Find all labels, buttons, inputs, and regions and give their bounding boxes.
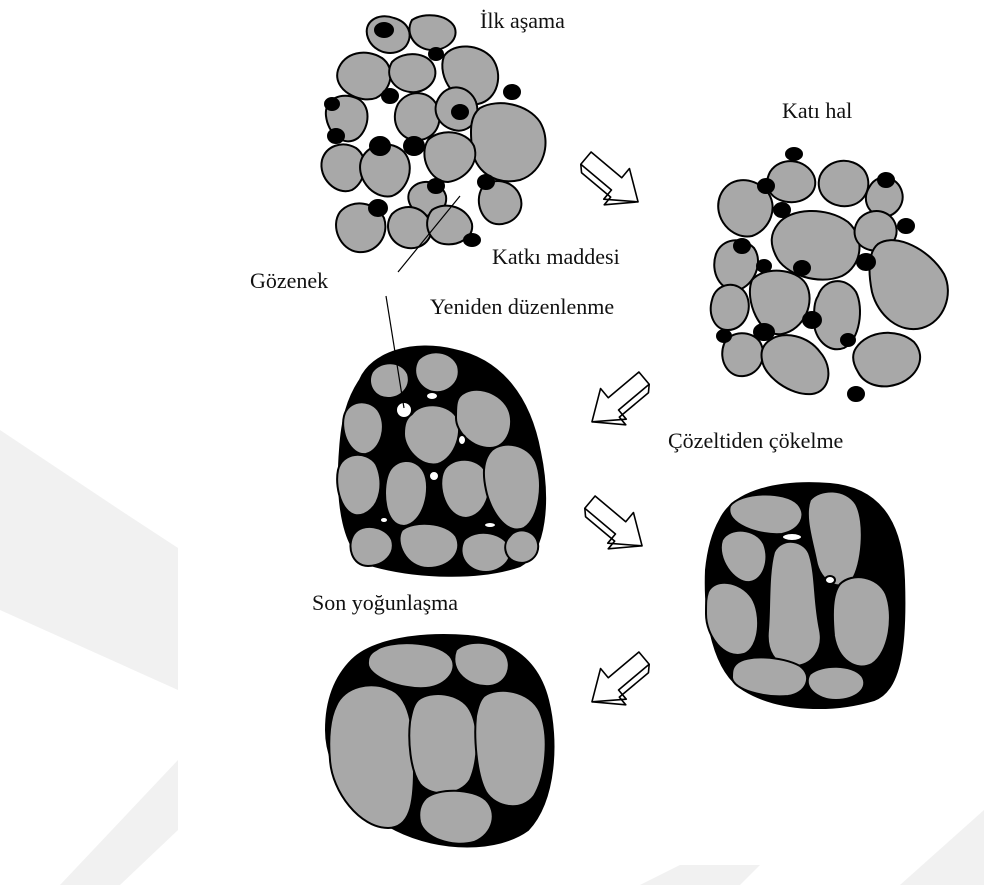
arrow-rearrangement-to-precipitation-icon xyxy=(575,487,655,564)
label-additive: Katkı maddesi xyxy=(492,244,620,270)
label-solution-precipitation: Çözeltiden çökelme xyxy=(668,428,843,454)
cluster-rearrangement xyxy=(337,347,545,576)
label-final-densification: Son yoğunlaşma xyxy=(312,590,458,616)
cluster-solution-precipitation xyxy=(706,483,905,708)
arrow-solid-to-rearrangement-icon xyxy=(579,363,659,440)
label-initial-stage: İlk aşama xyxy=(480,8,565,34)
arrow-initial-to-solid-icon xyxy=(571,143,651,220)
label-solid-state: Katı hal xyxy=(782,98,852,124)
cluster-initial-stage xyxy=(321,15,545,252)
cluster-solid-state xyxy=(711,148,948,401)
label-pore: Gözenek xyxy=(250,268,328,294)
arrows xyxy=(571,143,660,720)
label-rearrangement: Yeniden düzenlenme xyxy=(430,294,614,320)
cluster-final-densification xyxy=(326,635,553,847)
arrow-precipitation-to-final-icon xyxy=(579,643,659,720)
